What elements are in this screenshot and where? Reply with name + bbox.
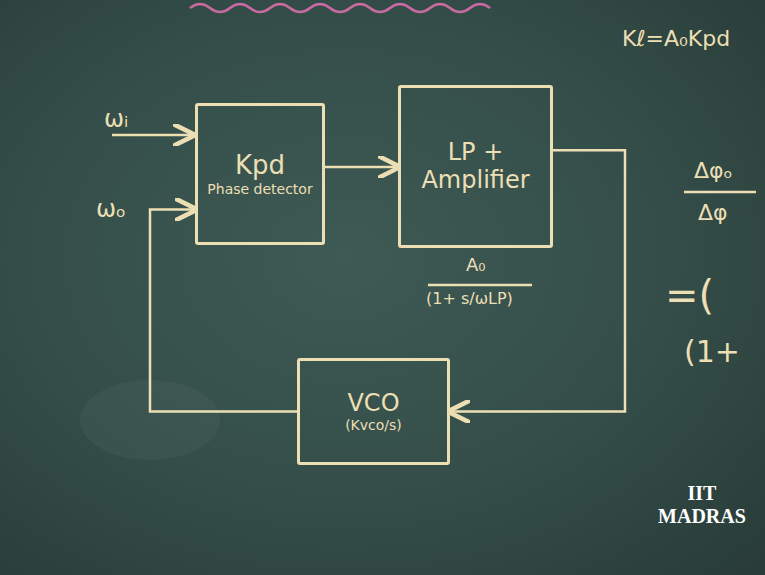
- watermark: IIT MADRAS: [652, 482, 752, 528]
- wavy-underline: [190, 4, 490, 12]
- fraction-bar: [684, 191, 756, 194]
- block-detail: Phase detector: [207, 181, 312, 197]
- box-content: LP + Amplifier: [406, 135, 545, 198]
- loop-gain-equation: Kℓ=A₀Kpd: [622, 26, 730, 51]
- box-content: VCO(Kvco/s): [341, 386, 406, 438]
- signal-name: ωₒ: [96, 196, 126, 224]
- phase-ratio-term: Δφ: [698, 200, 728, 225]
- gain-term: A₀: [466, 255, 486, 276]
- block-name: VCO: [347, 390, 399, 418]
- block-name: Kpd: [235, 151, 285, 181]
- equation-fragment: (1+: [684, 335, 740, 370]
- input-arrow: [112, 134, 193, 137]
- phase-detector-box: KpdPhase detector: [195, 103, 325, 245]
- box-content: KpdPhase detector: [203, 147, 316, 201]
- filter-amplifier-box: LP + Amplifier: [398, 85, 553, 248]
- signal-name: ωᵢ: [104, 106, 128, 134]
- signal-connector: [150, 210, 297, 412]
- fraction-bar: [428, 284, 532, 287]
- signal-connector: [325, 166, 398, 169]
- block-detail: (Kvco/s): [345, 417, 402, 433]
- phase-ratio-term: Δφₒ: [694, 158, 733, 183]
- vco-box: VCO(Kvco/s): [297, 358, 450, 465]
- transfer-denominator: (1+ s/ωLP): [426, 290, 513, 308]
- block-name: LP + Amplifier: [410, 139, 541, 194]
- equation-fragment: =(: [665, 272, 714, 318]
